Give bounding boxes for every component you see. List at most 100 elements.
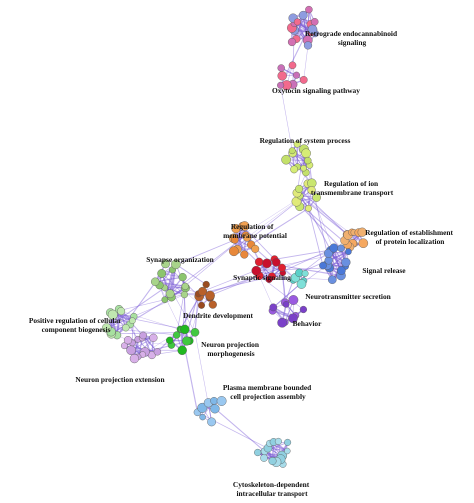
network-node-positive-regulation xyxy=(107,309,118,320)
label-ion-transport: Regulation of ion transmembrane transpor… xyxy=(311,179,394,197)
network-edge xyxy=(155,276,183,283)
network-node-neuron-projection-extension xyxy=(139,331,147,340)
network-node-signal-release xyxy=(337,244,345,253)
network-node-system-process xyxy=(301,148,311,159)
network-edge xyxy=(118,308,158,353)
network-node-retrograde xyxy=(307,24,318,35)
label-dendrite-development: Dendrite development xyxy=(183,311,254,320)
network-node-neuron-projection-morphogenesis xyxy=(165,336,174,345)
network-node-system-process xyxy=(290,165,298,174)
network-node-system-process xyxy=(304,156,312,165)
label-synaptic-signaling: Synaptic signaling xyxy=(233,273,291,282)
network-node-ion-transport xyxy=(295,184,304,193)
network-node-neuron-projection-extension xyxy=(129,354,140,364)
network-edge xyxy=(179,296,200,330)
network-node-protein-localization xyxy=(357,227,367,237)
network-node-neuron-projection-extension xyxy=(149,333,158,342)
network-node-synaptic-signaling xyxy=(251,265,262,276)
network-node-synapse-organization xyxy=(157,269,167,278)
label-neuron-projection-extension: Neuron projection extension xyxy=(75,375,164,384)
network-edge xyxy=(295,277,333,280)
network-edge xyxy=(233,238,273,277)
label-protein-localization: Regulation of establishment of protein l… xyxy=(365,228,455,246)
network-edge xyxy=(106,327,177,336)
network-node-cytoskeleton xyxy=(274,437,282,445)
label-membrane-potential: Regulation of membrane potential xyxy=(223,222,287,240)
network-node-ion-transport xyxy=(305,204,312,212)
network-node-positive-regulation xyxy=(101,323,112,333)
network-edge xyxy=(308,208,324,266)
network-node-positive-regulation xyxy=(117,307,126,316)
network-node-cytoskeleton xyxy=(268,457,277,466)
network-node-synapse-organization xyxy=(180,291,189,299)
network-edge xyxy=(112,314,185,330)
network-node-behavior xyxy=(277,317,288,328)
label-oxytocin: Oxytocin signaling pathway xyxy=(272,86,360,95)
label-behavior: Behavior xyxy=(293,319,322,328)
network-node-membrane-potential xyxy=(240,250,249,259)
network-node-cytoskeleton xyxy=(284,438,292,446)
network-node-oxytocin xyxy=(288,61,297,70)
network-node-ion-transport xyxy=(307,186,316,195)
network-node-neuron-projection-extension xyxy=(126,345,136,356)
label-retrograde: Retrograde endocannabinoid signaling xyxy=(305,29,399,47)
network-edge xyxy=(298,164,310,190)
network-node-synapse-organization xyxy=(178,273,187,282)
network-node-synaptic-signaling xyxy=(271,257,281,267)
network-node-synaptic-signaling xyxy=(265,275,273,283)
network-edge xyxy=(256,267,330,272)
network-node-dendrite-development xyxy=(197,301,205,309)
network-edge xyxy=(259,275,274,308)
network-node-system-process xyxy=(288,147,296,155)
label-plasma-membrane: Plasma membrane bounded cell projection … xyxy=(223,383,313,401)
network-node-signal-release xyxy=(345,248,352,255)
network-node-oxytocin xyxy=(299,76,308,84)
network-node-signal-release xyxy=(336,266,346,275)
network-edge xyxy=(296,201,342,249)
network-edge xyxy=(250,207,309,246)
network-edge xyxy=(331,251,349,280)
network-node-signal-release xyxy=(319,261,327,270)
network-node-plasma-membrane xyxy=(216,396,227,406)
label-synapse-organization: Synapse organization xyxy=(146,255,214,264)
network-node-signal-release xyxy=(327,275,337,285)
label-cytoskeleton: Cytoskeleton-dependent intracellular tra… xyxy=(233,480,311,498)
network-node-neurotransmitter-secretion xyxy=(301,270,309,277)
network-node-oxytocin xyxy=(293,71,301,79)
network-edge xyxy=(199,267,283,297)
network-edge xyxy=(256,251,349,271)
network-node-oxytocin xyxy=(277,64,285,72)
node-layer xyxy=(101,5,369,468)
network-node-plasma-membrane xyxy=(210,396,218,405)
network-node-dendrite-development xyxy=(208,300,217,309)
network-node-synapse-organization xyxy=(161,296,169,304)
network-edge xyxy=(209,275,260,296)
network-node-signal-release xyxy=(341,257,351,267)
network-node-dendrite-development xyxy=(202,280,210,289)
network-node-oxytocin xyxy=(277,71,287,81)
network-node-plasma-membrane xyxy=(199,413,206,421)
network-node-behavior xyxy=(288,295,299,305)
network-node-membrane-potential xyxy=(231,224,241,234)
network-node-system-process xyxy=(281,154,291,165)
network-edge xyxy=(144,340,190,353)
network-node-membrane-potential xyxy=(228,246,239,257)
network-node-membrane-potential xyxy=(239,221,250,231)
network-node-signal-release xyxy=(324,248,334,258)
network-node-neuron-projection-morphogenesis xyxy=(177,345,187,355)
network-node-cytoskeleton xyxy=(260,454,268,462)
network-node-behavior xyxy=(282,301,290,308)
network-node-system-process xyxy=(300,164,307,172)
network-node-neuron-projection-morphogenesis xyxy=(172,331,181,339)
label-system-process: Regulation of system process xyxy=(260,136,351,145)
network-node-neuron-projection-extension xyxy=(153,348,162,356)
network-edge xyxy=(308,208,342,271)
network-edge xyxy=(280,85,293,154)
network-node-retrograde xyxy=(293,18,301,26)
label-layer: Retrograde endocannabinoid signaling Oxy… xyxy=(29,29,455,498)
label-neurotransmitter-secretion: Neurotransmitter secretion xyxy=(305,292,391,301)
network-node-plasma-membrane xyxy=(207,417,217,427)
network-node-neuron-projection-morphogenesis xyxy=(182,336,192,346)
network-edge xyxy=(111,296,172,335)
